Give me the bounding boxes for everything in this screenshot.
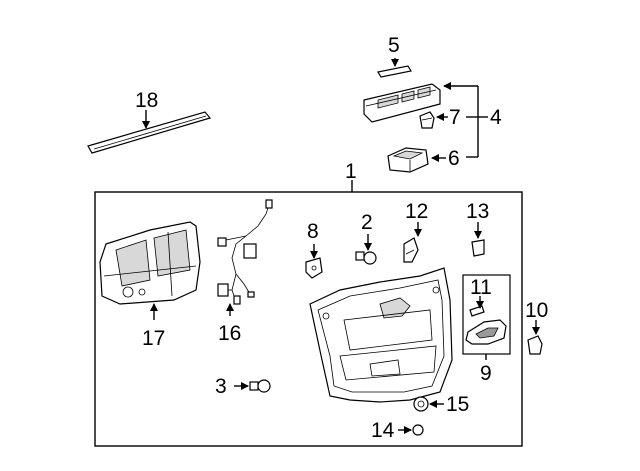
callout-2: 2 [361,211,373,234]
part-9-handle-group: 11 9 [462,274,511,385]
part-17-water-deflector: 17 [99,221,201,350]
callout-12: 12 [405,200,428,223]
callout-14: 14 [371,419,395,442]
callout-17: 17 [142,327,165,350]
part-3-bulb: 3 [215,375,271,398]
callout-15: 15 [446,393,469,416]
callout-9: 9 [480,362,492,385]
part-12-mirror-cover: 12 [403,200,428,263]
callout-10: 10 [525,299,548,322]
part-5-switch-cap: 5 [377,34,412,78]
part-16-wiring-harness: 16 [217,199,273,345]
callout-7: 7 [449,106,461,129]
part-18-weatherstrip: 18 [87,89,212,154]
part-8-bracket: 8 [305,220,323,279]
callout-18: 18 [135,89,158,112]
callout-6: 6 [448,147,460,170]
callout-11: 11 [470,276,492,299]
part-4-window-switch [363,83,441,123]
part-14-plug: 14 [371,419,424,442]
door-trim-panel [309,267,453,403]
part-2-lamp-socket: 2 [355,211,377,265]
callout-13: 13 [466,200,489,223]
part-6-switch-block [387,147,429,173]
callout-4: 4 [490,106,502,129]
door-trim-assembly-frame [94,191,523,447]
part-10-cover: 10 [525,299,548,355]
part-15-grommet: 15 [413,393,469,416]
callout-16: 16 [218,322,241,345]
callout-5: 5 [388,34,400,57]
callout-1: 1 [345,160,357,183]
part-13-clip: 13 [466,200,489,257]
part-7-lock-switch [419,111,435,129]
callout-3: 3 [215,375,227,398]
callout-4-leader: 4 7 6 [431,82,502,170]
callout-8: 8 [307,220,319,243]
